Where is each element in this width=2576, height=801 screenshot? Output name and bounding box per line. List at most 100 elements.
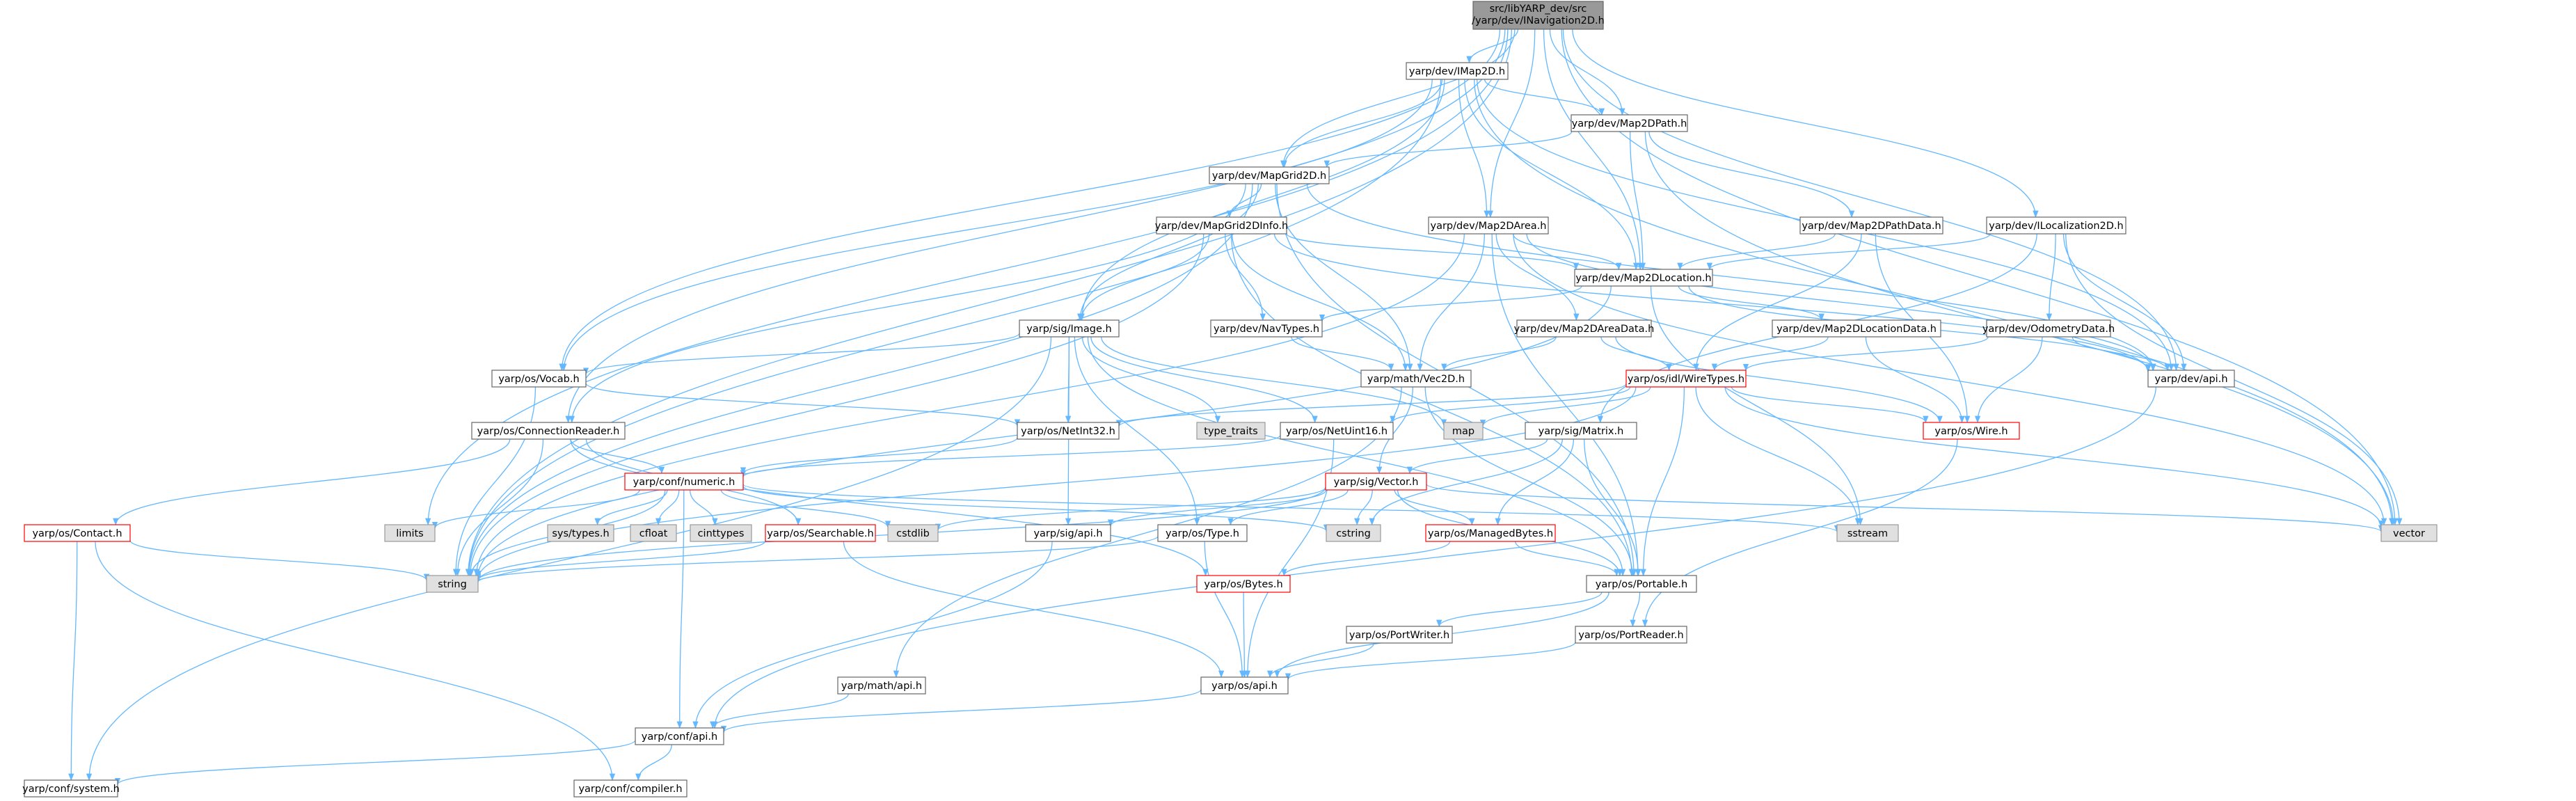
node-devapi[interactable]: yarp/dev/api.h (2147, 370, 2235, 388)
node-netint32[interactable]: yarp/os/NetInt32.h (1017, 422, 1120, 440)
node-osapi[interactable]: yarp/os/api.h (1200, 676, 1289, 695)
node-system[interactable]: yarp/conf/system.h (22, 779, 120, 798)
node-box-searchable (765, 524, 876, 542)
node-label-cinttypes: cinttypes (698, 528, 745, 539)
node-label-sstream: sstream (1847, 528, 1888, 539)
node-connreader[interactable]: yarp/os/ConnectionReader.h (471, 422, 626, 440)
dependency-edge-devapi-to-confapi (712, 386, 2156, 729)
dependency-edge-map2dareadata-to-wire (1615, 336, 1943, 424)
dependency-edge-mapgrid2dinfo-to-sigimage (1079, 233, 1210, 322)
node-map2dareadata[interactable]: yarp/dev/Map2DAreaData.h (1514, 319, 1655, 338)
dependency-edge-map2darea-to-portable (1491, 233, 1641, 577)
dependency-edge-vec2d-to-portable (1424, 386, 1635, 577)
node-netuint16[interactable]: yarp/os/NetUint16.h (1280, 422, 1394, 440)
dependency-edge-map2darea-to-vector (1513, 233, 2387, 526)
node-box-cstring (1326, 524, 1381, 542)
dependency-edge-map2dpathdata-to-map2dlocation (1677, 233, 1836, 271)
node-searchable[interactable]: yarp/os/Searchable.h (765, 524, 876, 542)
node-label-cstdlib: cstdlib (896, 528, 930, 539)
node-portreader[interactable]: yarp/os/PortReader.h (1575, 626, 1687, 644)
node-systypes: sys/types.h (547, 524, 614, 542)
dependency-edge-navtypes-to-vec2d (1291, 336, 1394, 372)
node-label-devapi: yarp/dev/api.h (2154, 374, 2227, 385)
dependency-edge-mapgrid2d-to-connreader (569, 183, 1246, 424)
node-sigapi[interactable]: yarp/sig/api.h (1025, 524, 1111, 542)
dependency-edge-sigmatrix-to-managedbytes (1495, 438, 1575, 526)
node-wiretypes[interactable]: yarp/os/idl/WireTypes.h (1625, 370, 1747, 388)
dependency-edge-map2dpath-to-map2dpathdata (1648, 131, 1855, 219)
node-box-cinttypes (690, 524, 752, 542)
node-sigmatrix[interactable]: yarp/sig/Matrix.h (1525, 422, 1637, 440)
node-wire[interactable]: yarp/os/Wire.h (1923, 422, 2020, 440)
node-ostype[interactable]: yarp/os/Type.h (1157, 524, 1248, 542)
node-navtypes[interactable]: yarp/dev/NavTypes.h (1210, 319, 1323, 338)
node-box-odometrydata (1986, 319, 2111, 338)
node-map2dlocation[interactable]: yarp/dev/Map2DLocation.h (1574, 269, 1713, 287)
node-portwriter[interactable]: yarp/os/PortWriter.h (1346, 626, 1453, 644)
dependency-edge-mapgrid2dinfo-to-vec2d (1232, 233, 1408, 372)
node-contact[interactable]: yarp/os/Contact.h (24, 524, 131, 542)
dependency-edge-osapi-to-confapi (721, 689, 1202, 733)
dependency-edge-sigimage-to-vocab (583, 333, 1020, 375)
node-box-wire (1923, 422, 2020, 440)
node-sigvector[interactable]: yarp/sig/Vector.h (1325, 473, 1427, 491)
node-map2dpathdata[interactable]: yarp/dev/Map2DPathData.h (1799, 216, 1943, 235)
node-label-vector: vector (2393, 528, 2425, 539)
dependency-edge-mapgrid2d-to-devapi (1306, 183, 2156, 372)
node-box-portable (1586, 575, 1697, 593)
node-label-system: yarp/conf/system.h (22, 784, 120, 795)
edges-layer (68, 29, 2403, 786)
dependency-edge-root-to-map2dpath (1549, 29, 1625, 116)
dependency-edge-wiretypes-to-portable (1640, 386, 1685, 577)
dependency-edge-map2dareadata-to-vec2d (1441, 336, 1557, 372)
dependency-edge-ilocalization2d-to-map2dlocation (1706, 233, 1991, 271)
node-map2dpath[interactable]: yarp/dev/Map2DPath.h (1571, 114, 1688, 132)
node-vec2d[interactable]: yarp/math/Vec2D.h (1360, 370, 1472, 388)
node-bytes[interactable]: yarp/os/Bytes.h (1196, 575, 1291, 593)
node-label-contact: yarp/os/Contact.h (32, 528, 122, 539)
dependency-edge-numeric-to-cinttypes (689, 489, 718, 526)
node-map2darea[interactable]: yarp/dev/Map2DArea.h (1428, 216, 1549, 235)
node-cfloat: cfloat (630, 524, 677, 542)
dependency-edge-numeric-to-limits (431, 489, 640, 530)
node-managedbytes[interactable]: yarp/os/ManagedBytes.h (1425, 524, 1556, 542)
node-label-mapgrid2d: yarp/dev/MapGrid2D.h (1212, 170, 1326, 182)
node-mapgrid2d[interactable]: yarp/dev/MapGrid2D.h (1209, 166, 1330, 184)
node-imap2d[interactable]: yarp/dev/IMap2D.h (1406, 62, 1509, 80)
node-box-limits (384, 524, 436, 542)
dependency-edge-wiretypes-to-sstream (1695, 386, 1861, 526)
dependency-edge-map2darea-to-devapi (1526, 233, 2156, 372)
node-label-ostype: yarp/os/Type.h (1166, 528, 1239, 539)
node-sigimage[interactable]: yarp/sig/Image.h (1019, 319, 1120, 338)
node-mapgrid2dinfo[interactable]: yarp/dev/MapGrid2DInfo.h (1155, 216, 1289, 235)
node-box-bytes (1196, 575, 1291, 593)
dependency-edge-root-to-ilocalization2d (1572, 29, 2039, 219)
node-box-sigmatrix (1525, 422, 1637, 440)
node-box-mathapi (837, 676, 926, 695)
dependency-edge-ilocalization2d-to-odometrydata (2046, 233, 2056, 322)
dependency-edge-contact-to-compiler (95, 541, 616, 782)
node-ilocalization2d[interactable]: yarp/dev/ILocalization2D.h (1986, 216, 2126, 235)
node-portable[interactable]: yarp/os/Portable.h (1586, 575, 1697, 593)
node-numeric[interactable]: yarp/conf/numeric.h (624, 473, 744, 491)
node-map2dlocationdata[interactable]: yarp/dev/Map2DLocationData.h (1772, 319, 1941, 338)
dependency-edge-ostype-to-string (475, 535, 1159, 583)
dependency-edge-map2dlocation-to-navtypes (1319, 285, 1582, 322)
node-label-map2dlocationdata: yarp/dev/Map2DLocationData.h (1776, 324, 1937, 335)
dependency-edge-sigmatrix-to-sigvector (1406, 438, 1548, 475)
dependency-edge-root-to-devapi (1562, 29, 2179, 372)
node-label-odometrydata: yarp/dev/OdometryData.h (1982, 324, 2115, 335)
dependency-edge-imap2d-to-vector (1474, 79, 2395, 526)
root-label-line-1: src/libYARP_dev/src (1490, 3, 1587, 15)
node-mathapi[interactable]: yarp/math/api.h (837, 676, 926, 695)
node-odometrydata[interactable]: yarp/dev/OdometryData.h (1982, 319, 2115, 338)
node-confapi[interactable]: yarp/conf/api.h (635, 727, 724, 745)
dependency-edge-sigvector-to-cstring (1354, 489, 1373, 526)
node-compiler[interactable]: yarp/conf/compiler.h (573, 779, 687, 798)
node-label-map2darea: yarp/dev/Map2DArea.h (1430, 221, 1546, 232)
dependency-edge-map2dpathdata-to-wiretypes (1693, 233, 1862, 372)
node-string: string (426, 575, 479, 593)
dependency-edge-mapgrid2dinfo-to-map2dlocation (1286, 233, 1579, 271)
node-vocab[interactable]: yarp/os/Vocab.h (491, 370, 587, 388)
node-label-cstring: cstring (1336, 528, 1371, 539)
